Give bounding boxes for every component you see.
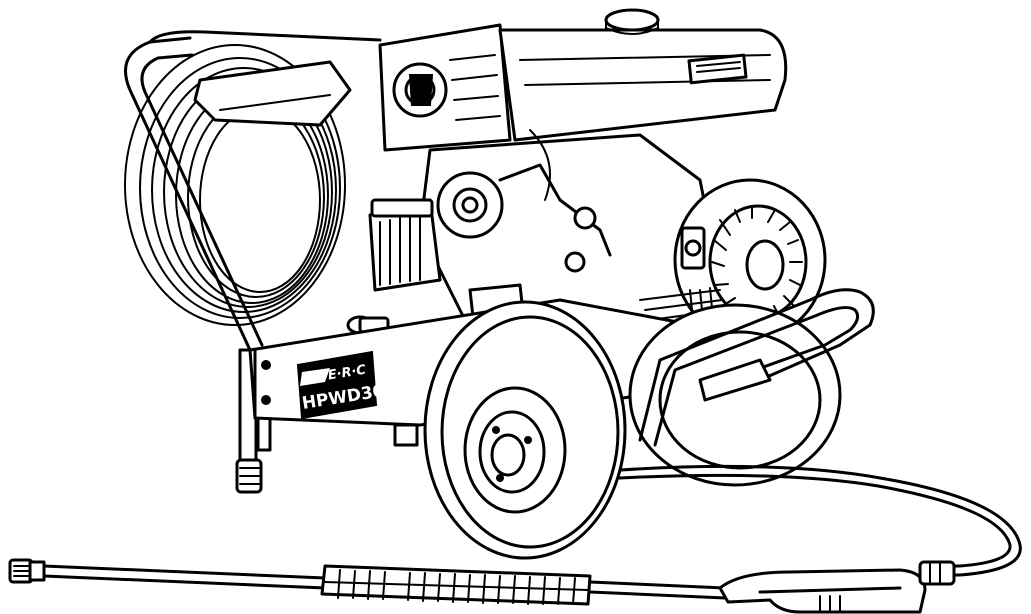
rear-wheel bbox=[628, 303, 842, 487]
front-wheel bbox=[423, 300, 627, 560]
pressure-hose bbox=[618, 464, 1022, 577]
frame-legs bbox=[235, 348, 272, 494]
brand-label-panel bbox=[296, 350, 378, 420]
spray-wand bbox=[8, 558, 956, 614]
rear-handle-frame bbox=[124, 30, 382, 352]
coiled-hose bbox=[124, 44, 352, 326]
push-handle bbox=[638, 288, 875, 447]
